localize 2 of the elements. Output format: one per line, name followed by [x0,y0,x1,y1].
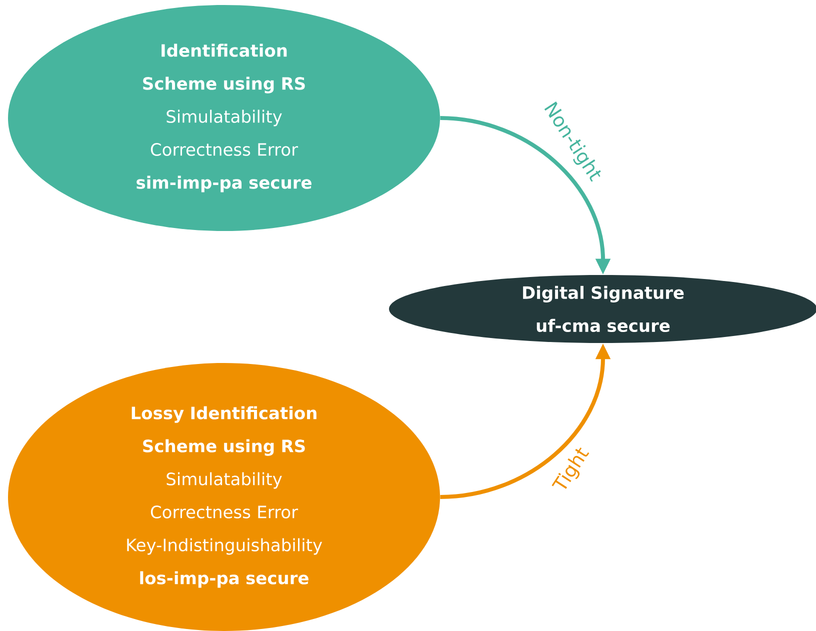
ellipse-node: Identification Scheme using RS Simulatability Correctness Error sim-imp-pa secure [8,4,440,231]
ellipse-node: Lossy Identification Scheme using RS Simulatability Correctness Error Key-Indistinguishability los-imp-pa secure [8,362,440,631]
